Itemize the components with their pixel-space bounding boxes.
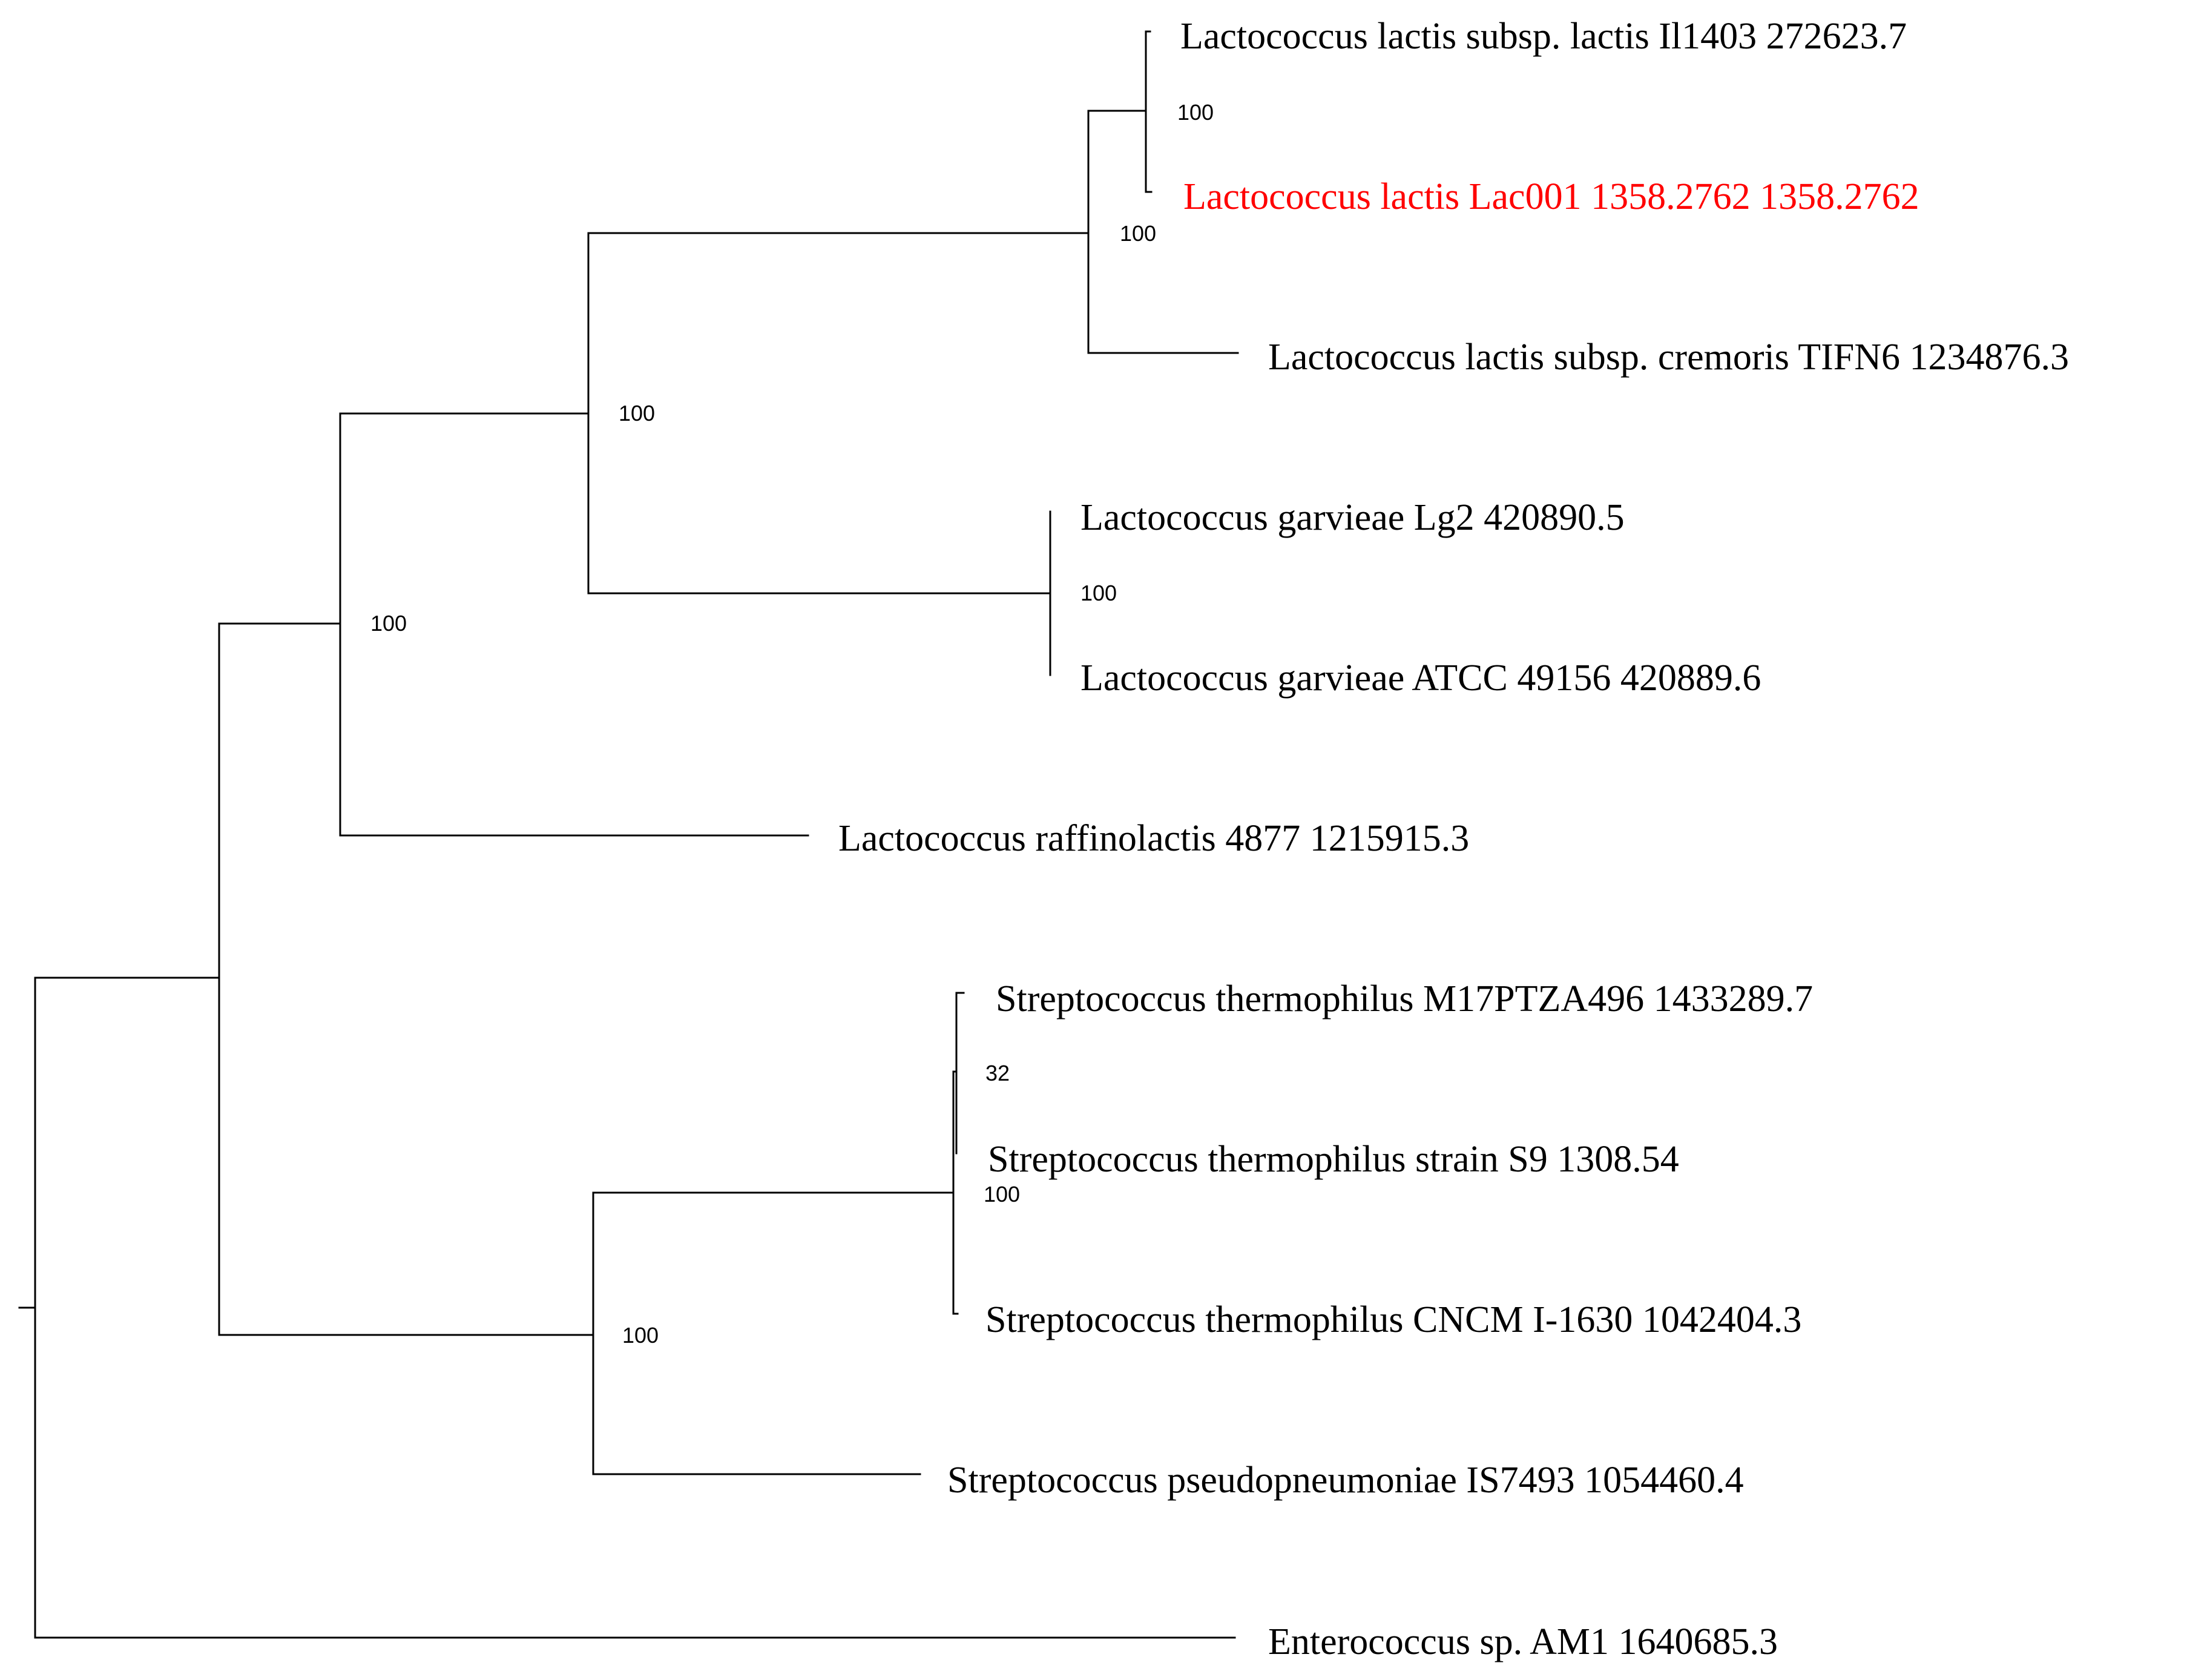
leaf-label-sp-is7493: Streptococcus pseudopneumoniae IS7493 10…: [947, 1460, 1744, 1501]
leaf-label-ll-tifn6: Lactococcus lactis subsp. cremoris TIFN6…: [1268, 337, 2069, 378]
leaf-label-ent-am1: Enterococcus sp. AM1 1640685.3: [1268, 1621, 1778, 1662]
support-thermophilus-clade: 100: [984, 1182, 1020, 1207]
leaf-label-ll-il1403: Lactococcus lactis subsp. lactis Il1403 …: [1180, 16, 1907, 57]
leaf-labels: Lactococcus lactis subsp. lactis Il1403 …: [838, 16, 2069, 1662]
leaf-label-st-m17: Streptococcus thermophilus M17PTZA496 14…: [996, 978, 1813, 1020]
leaf-label-st-cncm: Streptococcus thermophilus CNCM I-1630 1…: [985, 1299, 1801, 1340]
leaf-label-lg-atcc: Lactococcus garvieae ATCC 49156 420889.6: [1080, 657, 1761, 699]
tree-branches: [18, 30, 1239, 1639]
support-lactococcus-clade: 100: [370, 611, 407, 636]
support-garvieae-clade: 100: [1080, 581, 1117, 605]
leaf-label-lg-lg2: Lactococcus garvieae Lg2 420890.5: [1080, 497, 1625, 538]
support-lactis-garvieae: 100: [619, 401, 655, 426]
leaf-label-ll-lac001: Lactococcus lactis Lac001 1358.2762 1358…: [1183, 176, 1919, 217]
leaf-label-st-s9: Streptococcus thermophilus strain S9 130…: [988, 1139, 1679, 1180]
bootstrap-support-labels: 100 100 100 100 100 32 100 100: [370, 100, 1214, 1348]
support-lactis-clade: 100: [1120, 221, 1156, 246]
leaf-label-lr-4877: Lactococcus raffinolactis 4877 1215915.3: [838, 818, 1469, 859]
support-st-m17-s9: 32: [985, 1061, 1010, 1085]
support-streptococcus-clade: 100: [622, 1323, 659, 1348]
support-ll-il1403-lac001: 100: [1177, 100, 1214, 125]
